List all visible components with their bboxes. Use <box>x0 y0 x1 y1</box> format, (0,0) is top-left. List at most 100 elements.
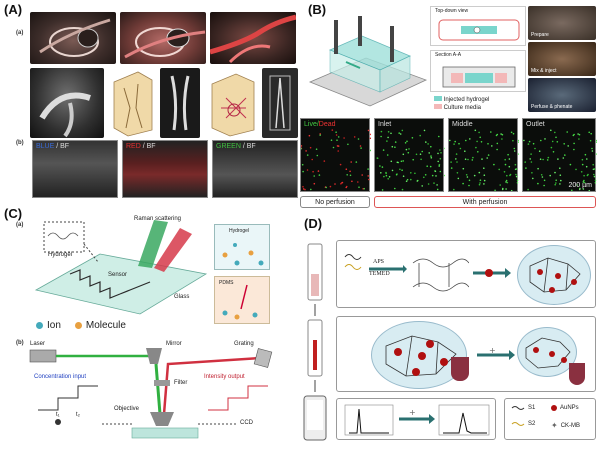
speckle-dot <box>382 149 385 151</box>
panel-a-sub-b: (b) <box>16 140 24 146</box>
speckle-dot <box>573 148 575 151</box>
speckle-dot <box>436 188 439 191</box>
speckle-dot <box>325 186 327 189</box>
speckle-dot <box>562 157 565 159</box>
speckle-dot <box>423 129 426 132</box>
speckle-dot <box>510 131 513 134</box>
speckle-dot <box>513 147 516 150</box>
speckle-dot <box>367 168 369 170</box>
no-perfusion-label: No perfusion <box>300 196 370 208</box>
speckle-dot <box>465 174 468 176</box>
speckle-dot <box>438 135 440 138</box>
speckle-dot <box>581 163 584 166</box>
speckle-dot <box>578 138 580 140</box>
speckle-dot <box>532 177 534 180</box>
speckle-dot <box>404 142 407 144</box>
dots-outlet <box>523 129 597 191</box>
speckle-dot <box>430 145 432 148</box>
speckle-dot <box>357 181 359 183</box>
speckle-dot <box>302 186 304 188</box>
speckle-dot <box>531 172 533 174</box>
speckle-dot <box>594 179 597 182</box>
photo-a2 <box>120 12 206 64</box>
speckle-dot <box>582 181 585 183</box>
speckle-dot <box>453 188 455 191</box>
diagram-a7 <box>206 68 260 138</box>
mirror-label: Mirror <box>166 341 182 347</box>
speckle-dot <box>493 163 495 166</box>
speckle-dot <box>455 153 458 155</box>
speckle-dot <box>421 185 423 187</box>
speckle-dot <box>556 141 559 143</box>
dead-text: Dead <box>318 121 336 128</box>
live-text: Live/ <box>304 121 319 128</box>
laser-label: Laser <box>30 341 46 347</box>
speckle-dot <box>515 168 518 170</box>
speckle-dot <box>339 163 342 166</box>
speckle-dot <box>559 167 561 169</box>
speckle-dot <box>487 154 490 156</box>
grating-label: Grating <box>234 341 254 347</box>
speckle-dot <box>588 189 591 191</box>
speckle-dot <box>443 174 445 177</box>
speckle-dot <box>564 154 566 156</box>
speckle-dot <box>412 158 414 161</box>
speckle-dot <box>444 147 445 150</box>
with-perfusion-label: With perfusion <box>374 196 596 208</box>
panel-d-label: (D) <box>304 216 323 231</box>
ion-molecule-legend: Ion Molecule <box>36 320 126 331</box>
inset-hydrogel: Hydrogel <box>214 224 270 270</box>
speckle-dot <box>515 173 517 176</box>
speckle-dot <box>472 156 474 159</box>
speckle-dot <box>407 151 410 154</box>
speckle-dot <box>329 185 332 188</box>
speckle-dot <box>331 129 334 131</box>
legend-hydrogel-text: Injected hydrogel <box>443 97 490 103</box>
speckle-dot <box>494 189 496 191</box>
speckle-dot <box>426 165 428 167</box>
speckle-dot <box>381 166 384 168</box>
speckle-dot <box>380 135 382 138</box>
speckle-dot <box>346 174 348 176</box>
speckle-dot <box>551 140 554 143</box>
speckle-dot <box>507 153 509 156</box>
step-prepare-label: Prepare <box>531 32 549 38</box>
scale-bar-label: 200 µm <box>568 182 593 189</box>
speckle-dot <box>549 174 551 177</box>
filter-label: Filter <box>174 380 188 386</box>
legend-ckmb-text: CK-MB <box>560 422 581 429</box>
synthesis-row: APS TEMED <box>336 240 596 308</box>
speckle-dot <box>501 138 503 140</box>
photo-a3 <box>210 12 296 64</box>
t2-label: t₂ <box>76 412 80 418</box>
speckle-dot <box>401 188 404 191</box>
speckle-dot <box>543 179 546 182</box>
speckle-dot <box>302 188 305 190</box>
image-live-dead: Live/Dead <box>300 118 371 192</box>
legend-media: Culture media <box>434 104 481 111</box>
speckle-dot <box>592 163 594 166</box>
speckle-dot <box>431 174 434 177</box>
speckle-dot <box>466 176 469 178</box>
hydrogel-network-2 <box>371 321 467 389</box>
speckle-dot <box>406 140 408 143</box>
speckle-dot <box>398 132 400 134</box>
speckle-dot <box>439 157 442 160</box>
speckle-dot <box>534 147 536 150</box>
speckle-dot <box>596 141 597 143</box>
speckle-dot <box>586 174 589 177</box>
speckle-dot <box>315 148 318 150</box>
speckle-dot <box>577 133 579 135</box>
speckle-dot <box>369 133 371 136</box>
speckle-dot <box>525 167 527 169</box>
aunp-icon <box>551 405 557 411</box>
svg-text:+: + <box>409 408 416 417</box>
speckle-dot <box>576 184 578 186</box>
diagram-a5 <box>108 68 158 138</box>
speckle-dot <box>590 132 592 135</box>
speckle-dot <box>532 142 535 145</box>
fluor-red-sep: / BF <box>140 143 156 150</box>
sensor-label: Sensor <box>108 272 128 278</box>
speckle-dot <box>400 160 403 163</box>
speckle-dot <box>425 141 427 143</box>
